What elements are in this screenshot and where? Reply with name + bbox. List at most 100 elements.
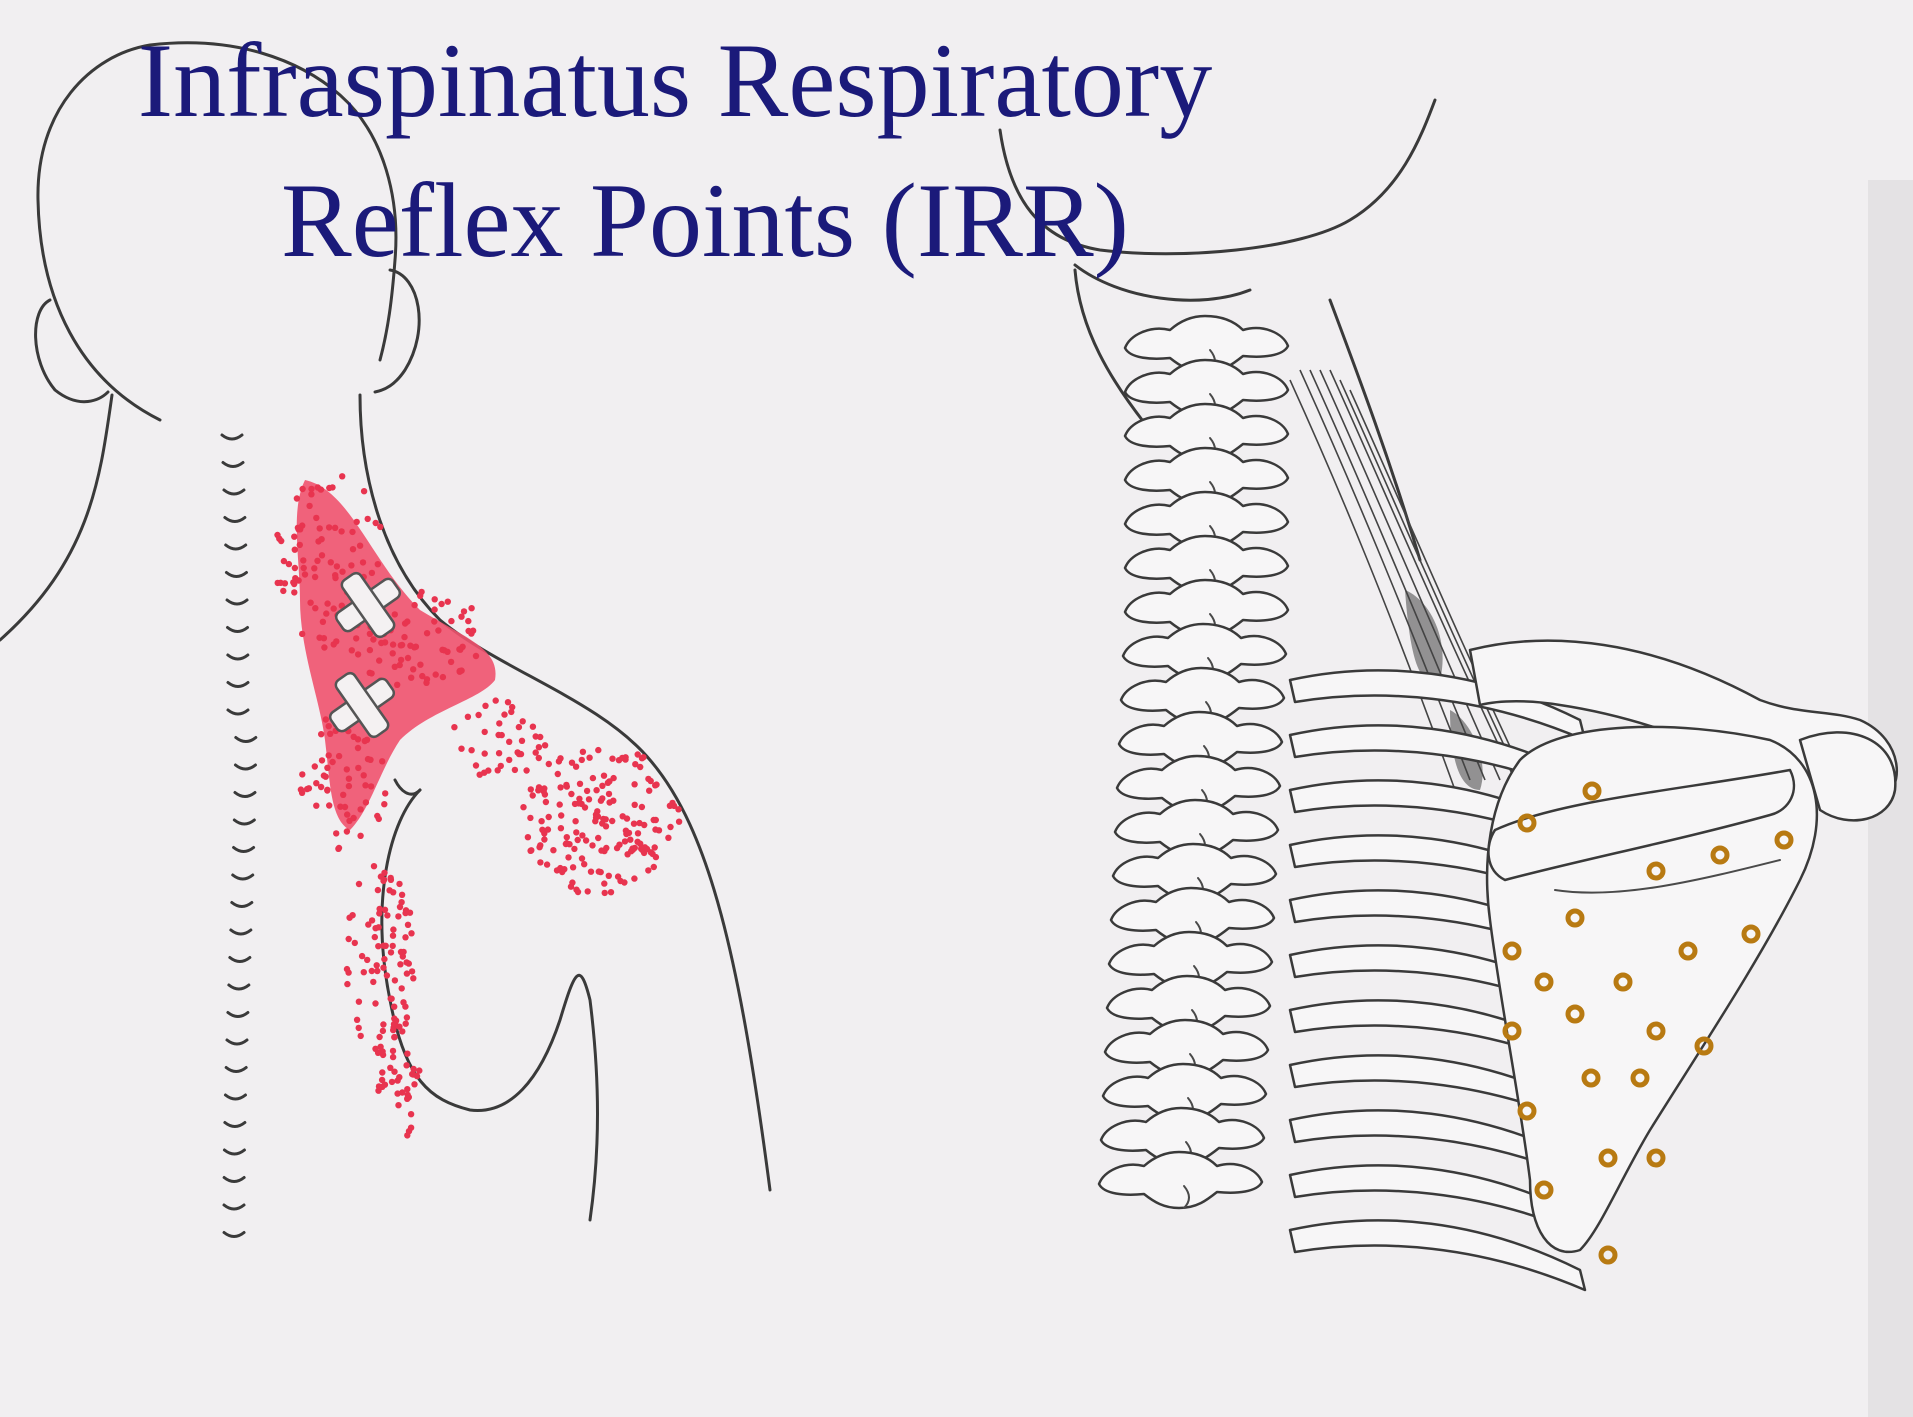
pain-dot [528,786,534,792]
pain-dot [505,699,511,705]
pain-dot [542,742,548,748]
pain-dot [470,628,476,634]
pain-dot [602,890,608,896]
pain-dot [590,775,596,781]
pain-dot [495,732,501,738]
pain-dot [382,907,388,913]
pain-dot [375,561,381,567]
pain-dot [538,818,544,824]
pain-dot [603,823,609,829]
pain-dot [598,869,604,875]
pain-dot [527,848,533,854]
pain-dot [381,876,387,882]
pain-dot [384,972,390,978]
pain-dot [646,788,652,794]
pain-dot [572,818,578,824]
pain-dot [401,634,407,640]
pain-dot [301,565,307,571]
pain-dot [485,767,491,773]
pain-dot [368,783,374,789]
pain-dot [358,1033,364,1039]
pain-dot [324,765,330,771]
pain-dot [346,776,352,782]
pain-dot [324,600,330,606]
pain-dot [411,1081,417,1087]
slide-title-line-1: Infraspinatus Respiratory [0,28,1415,134]
pain-dot [445,599,451,605]
pain-dot [601,880,607,886]
pain-dot [328,559,334,565]
spine-tick [226,545,246,549]
pain-dot [342,804,348,810]
pain-dot [350,815,356,821]
pain-dot [361,488,367,494]
pain-dot [435,627,441,633]
pain-dot [595,747,601,753]
pain-dot [308,486,314,492]
pain-dot [579,832,585,838]
neck-left-outline [0,395,112,640]
pain-dot [586,796,592,802]
pain-dot [299,771,305,777]
pain-dot [318,731,324,737]
pain-dot [319,757,325,763]
pain-dot [368,670,374,676]
pain-dot [390,1054,396,1060]
pain-dot [379,1069,385,1075]
pain-dot [302,571,308,577]
pain-dot [306,503,312,509]
pain-dot [353,635,359,641]
pain-dot [312,574,318,580]
pain-dot [406,960,412,966]
pain-dot [376,910,382,916]
pain-dot [586,755,592,761]
spine-tick [228,710,248,714]
pain-dot [346,783,352,789]
pain-dot [326,802,332,808]
pain-dot [275,580,281,586]
pain-dot [620,813,626,819]
pain-dot [402,1003,408,1009]
pain-dot [376,816,382,822]
pain-dot [319,552,325,558]
pain-dot [576,796,582,802]
pain-dot [355,765,361,771]
pain-dot [356,881,362,887]
spine-tick [225,518,245,522]
pain-dot [326,524,332,530]
pain-dot [424,630,430,636]
pain-dot [340,792,346,798]
pain-dot [321,644,327,650]
pain-dot [312,763,318,769]
pain-dot [667,824,673,830]
spine-tick [224,1178,244,1182]
pain-dot [391,1004,397,1010]
pain-dot [326,752,332,758]
pain-dot [398,642,404,648]
pain-dot [344,981,350,987]
pain-dot [299,486,305,492]
pain-dot [632,802,638,808]
pain-dot [374,962,380,968]
pain-dot [539,827,545,833]
pain-dot [400,949,406,955]
pain-dot [369,570,375,576]
pain-dot [645,776,651,782]
pain-dot [639,804,645,810]
pain-dot [509,704,515,710]
pain-dot [389,1079,395,1085]
left-ear-outline [36,300,108,402]
pain-dot [599,795,605,801]
pain-dot [536,755,542,761]
pain-dot [346,936,352,942]
pain-dot [595,835,601,841]
pain-dot [546,814,552,820]
pain-dot [676,819,682,825]
pain-dot [414,1073,420,1079]
pain-dot [355,736,361,742]
pain-dot [615,873,621,879]
pain-dot [398,899,404,905]
pain-dot [631,781,637,787]
pain-dot [601,773,607,779]
pain-dot [349,912,355,918]
